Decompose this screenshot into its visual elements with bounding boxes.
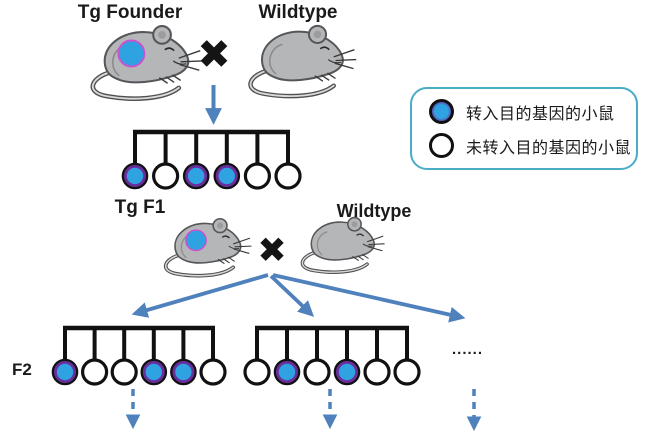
wildtype-circle-icon: [429, 133, 454, 158]
arrows-layer: [125, 85, 482, 432]
offspring-circle-wildtype: [243, 162, 271, 190]
wildtype-mouse-top-icon: [250, 26, 356, 96]
offspring-circle-wildtype: [303, 358, 331, 386]
wildtype-label-f1: Wildtype: [336, 201, 412, 221]
offspring-circle-wildtype: [363, 358, 391, 386]
more-litters-ellipsis: ......: [452, 341, 484, 358]
offspring-circle-wildtype: [199, 358, 227, 386]
legend-box: 转入目的基因的小鼠 未转入目的基因的小鼠: [410, 87, 638, 170]
f2-litter-2-comb: [243, 325, 421, 386]
f1-fan-arrow-left: [131, 273, 269, 318]
transgene-spot: [185, 229, 207, 252]
offspring-circle-transgenic-ring: [275, 360, 298, 383]
offspring-circle-wildtype: [110, 358, 138, 386]
offspring-circle-transgenic-ring: [335, 360, 358, 383]
legend-label-wildtype: 未转入目的基因的小鼠: [466, 139, 632, 157]
wildtype-label-top: Wildtype: [258, 2, 338, 23]
legend-label-transgenic: 转入目的基因的小鼠: [466, 105, 615, 123]
f1-litter-comb: [121, 129, 302, 190]
legend-item-transgenic: 转入目的基因的小鼠: [429, 99, 636, 124]
cross-icon-founder: ✖: [197, 33, 231, 77]
offspring-circle-wildtype: [152, 162, 180, 190]
wildtype-mouse-f1-icon: [300, 215, 387, 274]
offspring-circle-wildtype: [393, 358, 421, 386]
cross-icon-f1: ✖: [257, 231, 287, 270]
tg-founder-label: Tg Founder: [77, 2, 183, 23]
f2-litter-1-comb: [51, 325, 227, 386]
offspring-circle-transgenic-ring: [215, 164, 238, 187]
tg-f1-mouse-icon: [163, 216, 254, 278]
tg-founder-mouse-icon: [93, 26, 202, 99]
offspring-circle-wildtype: [274, 162, 302, 190]
offspring-circle-wildtype: [243, 358, 271, 386]
pedigree-combs-layer: [51, 129, 421, 386]
legend-item-wildtype: 未转入目的基因的小鼠: [429, 133, 636, 158]
offspring-circle-transgenic-ring: [172, 360, 195, 383]
f1-fan-arrow-right: [272, 273, 466, 323]
tg-f1-label: Tg F1: [114, 197, 166, 218]
transgenic-circle-icon: [429, 99, 454, 124]
offspring-circle-transgenic-ring: [54, 360, 77, 383]
f1-fan-arrow-middle: [269, 274, 315, 317]
f2-row-label: F2: [12, 360, 32, 379]
offspring-circle-transgenic-ring: [124, 164, 147, 187]
offspring-circle-wildtype: [80, 358, 109, 386]
mice-layer: [93, 26, 387, 278]
transgene-spot: [117, 39, 146, 68]
offspring-circle-transgenic-ring: [185, 164, 208, 187]
offspring-circle-transgenic-ring: [142, 360, 165, 383]
